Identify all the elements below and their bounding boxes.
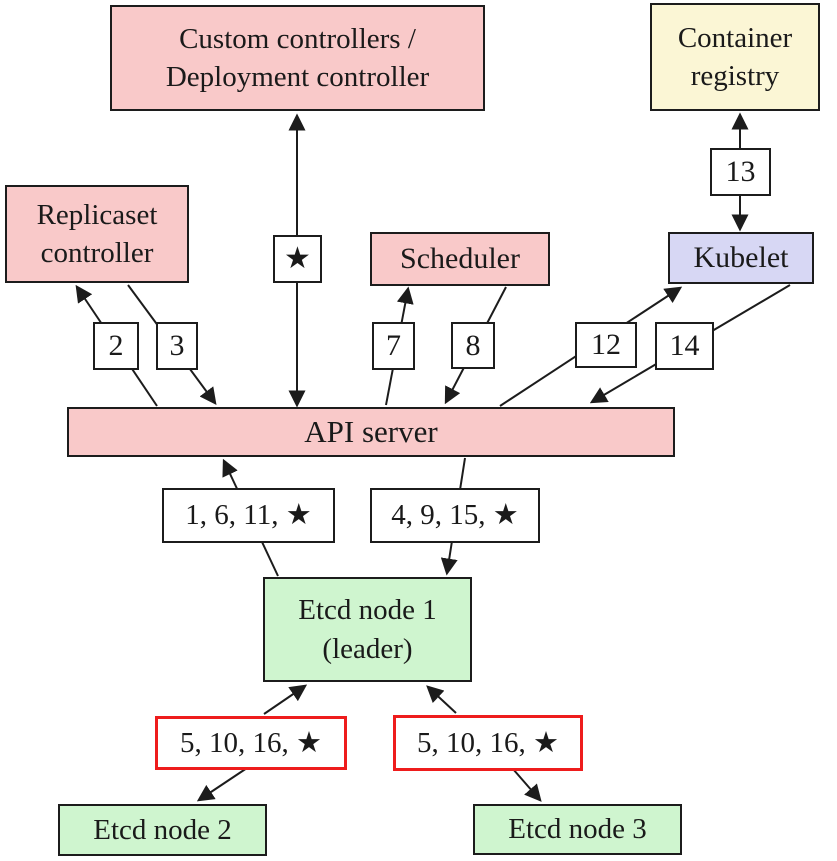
node-label: Custom controllers / bbox=[179, 22, 416, 55]
node-scheduler: Scheduler bbox=[370, 232, 550, 286]
node-replicaset-controller: Replicaset controller bbox=[5, 185, 189, 283]
step-box-14: 14 bbox=[655, 322, 714, 370]
step-label: 8 bbox=[465, 328, 481, 362]
node-label: Container bbox=[677, 21, 793, 54]
node-label: Etcd node 2 bbox=[93, 813, 232, 846]
star-icon: ★ bbox=[284, 242, 311, 276]
step-label: 5, 10, 16, ★ bbox=[180, 726, 322, 759]
step-label: 3 bbox=[169, 329, 185, 363]
step-label: 14 bbox=[669, 329, 700, 363]
step-label: 1, 6, 11, ★ bbox=[185, 499, 312, 532]
node-label: Deployment controller bbox=[165, 61, 430, 93]
node-label: registry bbox=[690, 60, 780, 92]
step-box-5-10-16-star-left: 5, 10, 16, ★ bbox=[155, 716, 347, 770]
node-label: Scheduler bbox=[400, 242, 520, 276]
step-label: 13 bbox=[725, 155, 756, 189]
step-label: 5, 10, 16, ★ bbox=[417, 726, 559, 759]
node-api-server: API server bbox=[67, 407, 675, 457]
node-container-registry: Container registry bbox=[650, 3, 820, 111]
step-label: 2 bbox=[108, 329, 124, 363]
step-box-7: 7 bbox=[372, 322, 415, 370]
node-label: Etcd node 3 bbox=[508, 813, 647, 846]
node-label: Etcd node 1 bbox=[298, 594, 437, 627]
step-label: 4, 9, 15, ★ bbox=[391, 499, 519, 532]
step-box-3: 3 bbox=[156, 322, 198, 370]
node-label: controller bbox=[40, 237, 154, 269]
step-box-5-10-16-star-right: 5, 10, 16, ★ bbox=[393, 715, 583, 771]
step-box-8: 8 bbox=[451, 322, 495, 369]
step-box-13: 13 bbox=[710, 148, 771, 196]
node-etcd-node-2: Etcd node 2 bbox=[58, 804, 267, 856]
node-label: Replicaset bbox=[36, 198, 158, 231]
step-label: 7 bbox=[386, 329, 401, 363]
node-label: (leader) bbox=[322, 632, 413, 665]
step-label: 12 bbox=[591, 328, 621, 362]
step-box-12: 12 bbox=[575, 322, 637, 368]
node-label: API server bbox=[304, 413, 438, 449]
step-box-4-9-15-star: 4, 9, 15, ★ bbox=[370, 488, 540, 543]
node-label: Kubelet bbox=[693, 241, 789, 275]
node-etcd-node-1-leader: Etcd node 1 (leader) bbox=[263, 577, 472, 682]
step-box-1-6-11-star: 1, 6, 11, ★ bbox=[162, 488, 335, 543]
node-etcd-node-3: Etcd node 3 bbox=[473, 804, 682, 855]
step-box-2: 2 bbox=[93, 322, 139, 370]
step-box-star: ★ bbox=[273, 235, 322, 283]
node-custom-controllers: Custom controllers / Deployment controll… bbox=[110, 5, 485, 111]
node-kubelet: Kubelet bbox=[668, 232, 814, 284]
